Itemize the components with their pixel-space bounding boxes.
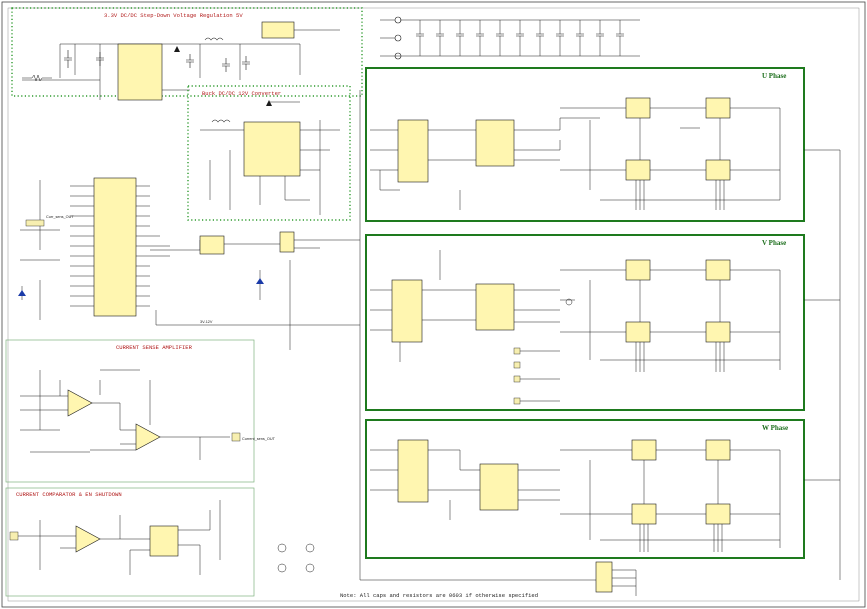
v-connector-a [513,347,521,355]
v-connector-b [513,361,521,369]
v-low-fet-1 [625,321,651,343]
w-low-fet-1 [631,503,657,525]
boost-converter-section: Buck DC/DC 12V Converter [187,85,351,221]
footer-note: Note: All caps and resistors are 0603 if… [340,592,538,599]
mount-hole-2 [305,543,315,553]
w-phase-section: W Phase [365,419,805,559]
current-sense-section: CURRENT SENSE AMPLIFIER Current_sens_OUT [5,339,276,483]
right-routing [359,90,841,581]
w-gate-logic [397,439,429,503]
comparator-ic [149,525,179,557]
w-low-fet-2 [705,503,731,525]
buck-ic [117,43,163,101]
mount-hole-3 [277,563,287,573]
buck-ic-2 [261,21,295,39]
curr-sense-net-label [25,219,45,227]
w-high-fet-1 [631,439,657,461]
boost-ic [243,121,301,177]
v-gate-driver [475,283,515,331]
fault-net-label: 3V-12V [200,320,213,324]
buck-section-border [11,7,363,97]
v-high-fet-2 [705,259,731,281]
u-low-fet-1 [625,159,651,181]
current-sense-border [5,339,255,483]
comparator-border [5,487,255,597]
power-jack-3 [394,52,402,60]
u-high-fet-1 [625,97,651,119]
comparator-opamp [75,525,101,553]
v-phase-title: V Phase [762,239,786,247]
v-phase-border [365,234,805,411]
current-sense-title: CURRENT SENSE AMPLIFIER [116,344,193,351]
comparator-title: CURRENT COMPARATOR & EN SHUTDOWN [16,491,122,498]
v-gate-logic [391,279,423,343]
buck-section-title: 3.3V DC/DC Step-Down Voltage Regulation … [104,12,243,19]
power-jack-1 [394,16,402,24]
u-phase-section: U Phase [365,67,805,222]
mount-hole-1 [277,543,287,553]
boost-section-title: Buck DC/DC 12V Converter [202,90,281,97]
supply-bus [380,16,640,60]
u-high-fet-2 [705,97,731,119]
bottom-connector [595,561,613,593]
w-high-fet-2 [705,439,731,461]
v-phase-section: V Phase [365,234,805,411]
small-ic-left [199,235,225,255]
v-connector-c [513,375,521,383]
v-connector-d [513,397,521,405]
opamp-1 [67,389,93,417]
w-gate-driver [479,463,519,511]
w-phase-title: W Phase [762,424,788,432]
comp-input-connector [9,531,19,541]
current-sense-out-text: Current_sens_OUT [242,437,276,441]
w-phase-border [365,419,805,559]
v-high-fet-1 [625,259,651,281]
mcu-header-body [93,177,137,317]
small-ic-mid [279,231,295,253]
opamp-2 [135,423,161,451]
bottom-area: Note: All caps and resistors are 0603 if… [277,543,637,599]
u-low-fet-2 [705,159,731,181]
mount-hole-4 [305,563,315,573]
sheet-inner-frame [7,7,860,602]
comparator-section: CURRENT COMPARATOR & EN SHUTDOWN [5,487,255,597]
u-phase-border [365,67,805,222]
power-jack-2 [394,34,402,42]
curr-sense-net-text: Curr_sens_OUT [46,215,74,219]
u-gate-logic [397,119,429,183]
left-inputs: Curr_sens_OUT 3V-12V [18,180,360,350]
buck-regulator-section: 3.3V DC/DC Step-Down Voltage Regulation … [11,7,363,101]
u-gate-driver [475,119,515,167]
v-test-point [565,298,573,306]
u-phase-title: U Phase [762,72,786,80]
v-low-fet-2 [705,321,731,343]
current-sense-out-connector [231,432,241,442]
